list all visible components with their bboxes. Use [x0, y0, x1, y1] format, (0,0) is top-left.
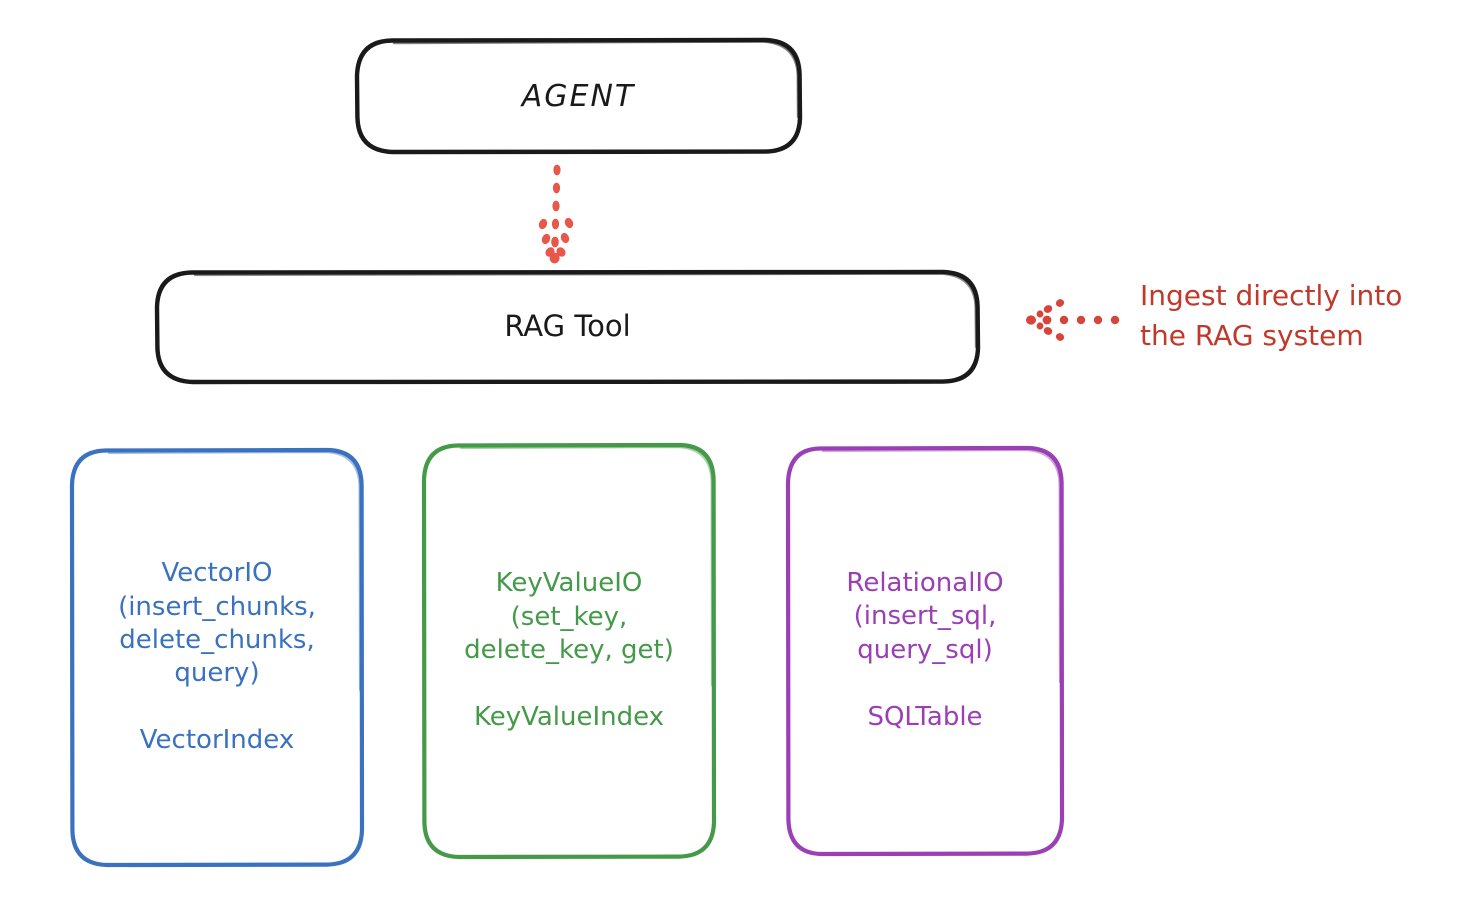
ingest-to-rag-connector [1026, 299, 1120, 341]
agent-box-sketch-overlay [392, 40, 800, 119]
relational-io-index-label: SQLTable [867, 701, 983, 732]
agent-box[interactable] [354, 37, 803, 155]
relational-io-card[interactable] [785, 445, 1065, 857]
key-value-io-api-label: KeyValueIO (set_key, delete_key, get) [464, 568, 674, 665]
ingest-annotation-label: Ingest directly into the RAG system [1140, 279, 1403, 352]
vector-io-card-sketch-overlay [107, 450, 362, 692]
relational-io-api-label: RelationalIO (insert_sql, query_sql) [846, 567, 1004, 665]
key-value-io-label: KeyValueIO (set_key, delete_key, get) Ke… [424, 445, 714, 857]
relational-io-label: RelationalIO (insert_sql, query_sql) SQL… [788, 448, 1062, 853]
relational-io-card-sketch-overlay [821, 448, 1062, 684]
key-value-io-card-sketch-overlay [459, 445, 714, 687]
vector-io-api-label: VectorIO (insert_chunks, delete_chunks, … [118, 558, 316, 689]
rag-tool-box[interactable] [154, 269, 981, 385]
agent-to-rag-connector [538, 164, 574, 264]
key-value-io-index-label: KeyValueIndex [473, 702, 665, 733]
vector-io-index-label: VectorIndex [139, 725, 295, 756]
rag-tool-box-sketch-overlay [193, 272, 978, 349]
key-value-io-card[interactable] [421, 442, 717, 860]
vector-io-label: VectorIO (insert_chunks, delete_chunks, … [72, 450, 362, 865]
vector-io-card[interactable] [69, 447, 365, 868]
